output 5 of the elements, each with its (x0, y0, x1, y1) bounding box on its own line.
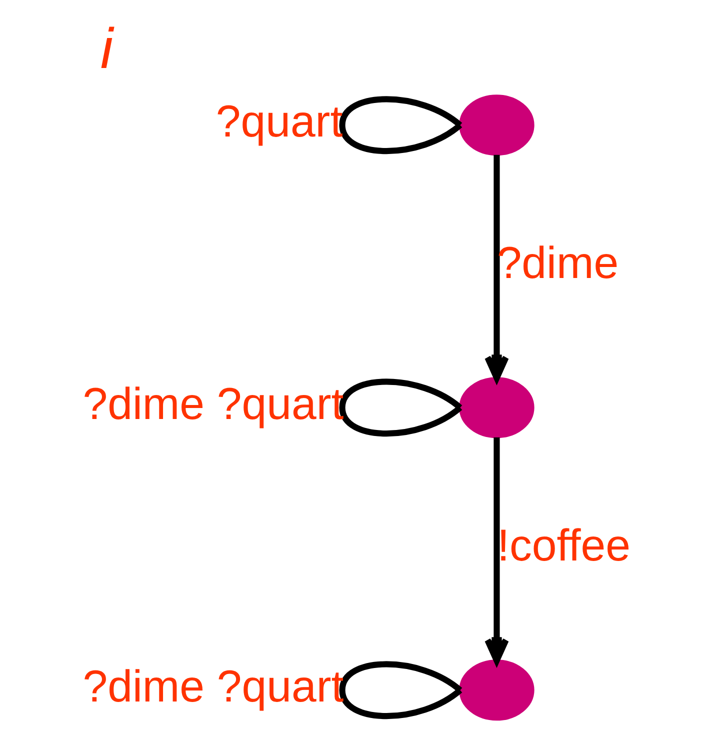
edge-label: !coffee (496, 521, 630, 570)
node-circle (458, 377, 534, 438)
diagram-title: i (100, 17, 113, 82)
node-circle (458, 94, 534, 156)
node-circle (458, 660, 534, 721)
